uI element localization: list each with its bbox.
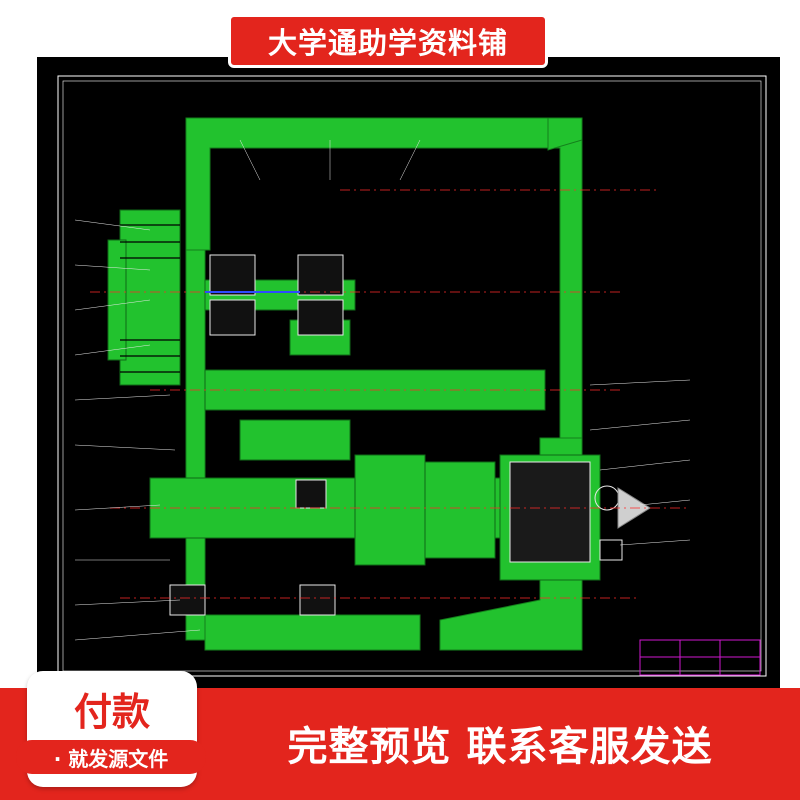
pulley-grooves xyxy=(120,224,180,373)
bearings xyxy=(169,254,344,616)
drawing-border-outer xyxy=(57,75,767,677)
shop-banner-title: 大学通助学资料铺 xyxy=(267,26,508,60)
shop-banner: 大学通助学资料铺 xyxy=(228,14,548,68)
spindle-nose xyxy=(509,461,651,563)
title-block xyxy=(639,639,761,676)
center-lines xyxy=(90,189,690,599)
drawing-border-inner xyxy=(62,80,762,672)
preview-contact-text: 完整预览 联系客服发送 xyxy=(287,724,713,770)
pay-label: 付款 xyxy=(73,690,150,734)
pay-subtitle: · 就发源文件 xyxy=(16,740,206,774)
leader-lines xyxy=(74,139,691,641)
pulley xyxy=(107,209,181,386)
